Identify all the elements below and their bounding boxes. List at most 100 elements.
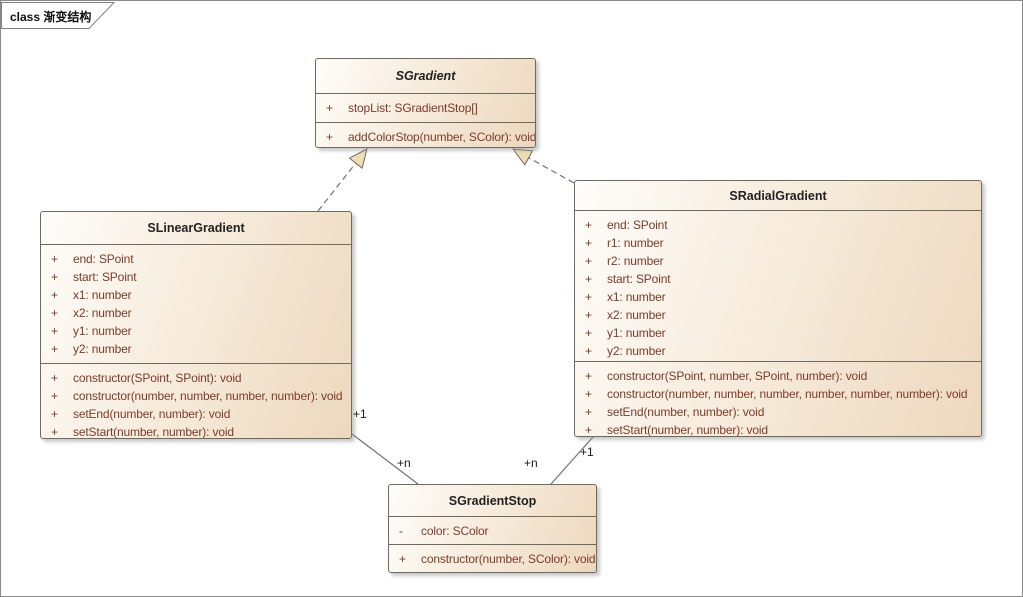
operations-compartment: + constructor(number, SColor): void	[389, 545, 596, 572]
member-signature: start: SPoint	[607, 272, 671, 286]
member-signature: constructor(number, SColor): void	[421, 552, 596, 566]
member-row[interactable]: + r2: number	[575, 252, 981, 270]
realization-arrowhead-left[interactable]	[348, 148, 368, 169]
diagram-title-name: 渐变结构	[43, 10, 92, 24]
member-signature: r2: number	[607, 254, 664, 268]
member-row[interactable]: +x1: number	[41, 286, 351, 304]
class-sradialgradient[interactable]: SRadialGradient +end: SPoint+r1: number+…	[574, 180, 982, 437]
member-row[interactable]: +constructor(number, number, number, num…	[575, 385, 981, 403]
member-signature: setEnd(number, number): void	[73, 407, 231, 421]
member-row[interactable]: + stopList: SGradientStop[]	[316, 99, 535, 117]
member-row[interactable]: + setEnd(number, number): void	[575, 403, 981, 421]
attributes-compartment: +end: SPoint+r1: number+r2: number+start…	[575, 211, 981, 362]
member-row[interactable]: +x2: number	[41, 304, 351, 322]
member-row[interactable]: +start: SPoint	[41, 268, 351, 286]
member-signature: y2: number	[607, 344, 666, 358]
member-row[interactable]: + r1: number	[575, 234, 981, 252]
visibility-marker: +	[585, 254, 593, 268]
member-signature: end: SPoint	[607, 218, 668, 232]
attributes-compartment: + stopList: SGradientStop[]	[316, 94, 535, 123]
attributes-compartment: - color: SColor	[389, 517, 596, 545]
member-signature: y2: number	[73, 342, 132, 356]
member-signature: setStart(number, number): void	[73, 425, 234, 438]
class-name: SGradientStop	[389, 485, 596, 517]
member-row[interactable]: + addColorStop(number, SColor): void	[316, 128, 535, 146]
visibility-marker: +	[326, 101, 334, 115]
visibility-marker: +	[585, 326, 593, 340]
member-row[interactable]: + constructor(SPoint, SPoint): void	[41, 369, 351, 387]
multiplicity-label[interactable]: +n	[397, 456, 411, 470]
attributes-compartment: +end: SPoint+start: SPoint+x1: number+x2…	[41, 245, 351, 364]
frame-tab	[1, 2, 116, 29]
visibility-marker: +	[51, 371, 59, 385]
member-row[interactable]: + y1: number	[575, 324, 981, 342]
class-sgradient[interactable]: SGradient + stopList: SGradientStop[] + ad…	[315, 58, 536, 148]
class-slineargradient[interactable]: SLinearGradient + end: SPoint +start: SPoi…	[40, 211, 352, 439]
visibility-marker: +	[585, 344, 593, 358]
multiplicity-label[interactable]: +1	[353, 407, 367, 421]
multiplicity-label[interactable]: +1	[580, 445, 594, 459]
member-row[interactable]: + end: SPoint	[41, 250, 351, 268]
member-signature: constructor(number, number, number, numb…	[607, 387, 968, 401]
member-row[interactable]: +constructor(SPoint, number, SPoint, num…	[575, 367, 981, 385]
visibility-marker: +	[51, 389, 59, 403]
member-signature: x1: number	[607, 290, 666, 304]
realization-arrowhead-right[interactable]	[511, 148, 534, 166]
member-signature: x2: number	[73, 306, 132, 320]
member-row[interactable]: + x2: number	[575, 306, 981, 324]
member-row[interactable]: + setStart(number, number): void	[41, 423, 351, 438]
operations-compartment: +constructor(SPoint, number, SPoint, num…	[575, 362, 981, 436]
association-linear-to-stop[interactable]	[351, 433, 419, 485]
visibility-marker: +	[585, 405, 593, 419]
class-sgradientstop[interactable]: SGradientStop - color: SColor + constructo…	[388, 484, 597, 573]
association-radial-to-stop[interactable]	[550, 436, 594, 485]
visibility-marker: +	[51, 270, 59, 284]
member-signature: r1: number	[607, 236, 664, 250]
visibility-marker: +	[585, 423, 593, 436]
diagram-title: class 渐变结构	[10, 8, 91, 25]
visibility-marker: +	[51, 324, 59, 338]
member-row[interactable]: + y1: number	[41, 322, 351, 340]
visibility-marker: +	[51, 425, 59, 438]
visibility-marker: -	[399, 524, 403, 538]
member-row[interactable]: + constructor(number, SColor): void	[389, 550, 596, 568]
member-signature: addColorStop(number, SColor): void	[348, 130, 535, 144]
member-signature: color: SColor	[421, 524, 489, 538]
member-row[interactable]: +end: SPoint	[575, 216, 981, 234]
member-signature: constructor(SPoint, SPoint): void	[73, 371, 242, 385]
visibility-marker: +	[585, 236, 593, 250]
member-signature: setStart(number, number): void	[607, 423, 768, 436]
member-signature: x1: number	[73, 288, 132, 302]
visibility-marker: +	[51, 252, 59, 266]
member-row[interactable]: - color: SColor	[389, 522, 596, 540]
realization-radial-to-gradient[interactable]	[528, 157, 575, 184]
visibility-marker: +	[326, 130, 334, 144]
visibility-marker: +	[585, 290, 593, 304]
member-signature: stopList: SGradientStop[]	[348, 101, 478, 115]
member-signature: y1: number	[73, 324, 132, 338]
operations-compartment: + addColorStop(number, SColor): void	[316, 123, 535, 147]
visibility-marker: +	[585, 272, 593, 286]
member-row[interactable]: + setStart(number, number): void	[575, 421, 981, 436]
visibility-marker: +	[585, 369, 593, 383]
member-signature: setEnd(number, number): void	[607, 405, 765, 419]
member-signature: end: SPoint	[73, 252, 134, 266]
multiplicity-label[interactable]: +n	[524, 456, 538, 470]
class-name: SLinearGradient	[41, 212, 351, 245]
realization-linear-to-gradient[interactable]	[317, 162, 357, 212]
diagram-title-keyword: class	[10, 10, 41, 24]
member-row[interactable]: + start: SPoint	[575, 270, 981, 288]
class-name: SGradient	[316, 59, 535, 94]
member-row[interactable]: + y2: number	[575, 342, 981, 360]
visibility-marker: +	[399, 552, 407, 566]
member-row[interactable]: +setEnd(number, number): void	[41, 405, 351, 423]
operations-compartment: + constructor(SPoint, SPoint): void +const…	[41, 364, 351, 438]
member-row[interactable]: +constructor(number, number, number, num…	[41, 387, 351, 405]
member-signature: y1: number	[607, 326, 666, 340]
member-signature: x2: number	[607, 308, 666, 322]
class-name: SRadialGradient	[575, 181, 981, 211]
visibility-marker: +	[585, 308, 593, 322]
member-row[interactable]: + x1: number	[575, 288, 981, 306]
member-row[interactable]: +y2: number	[41, 340, 351, 358]
